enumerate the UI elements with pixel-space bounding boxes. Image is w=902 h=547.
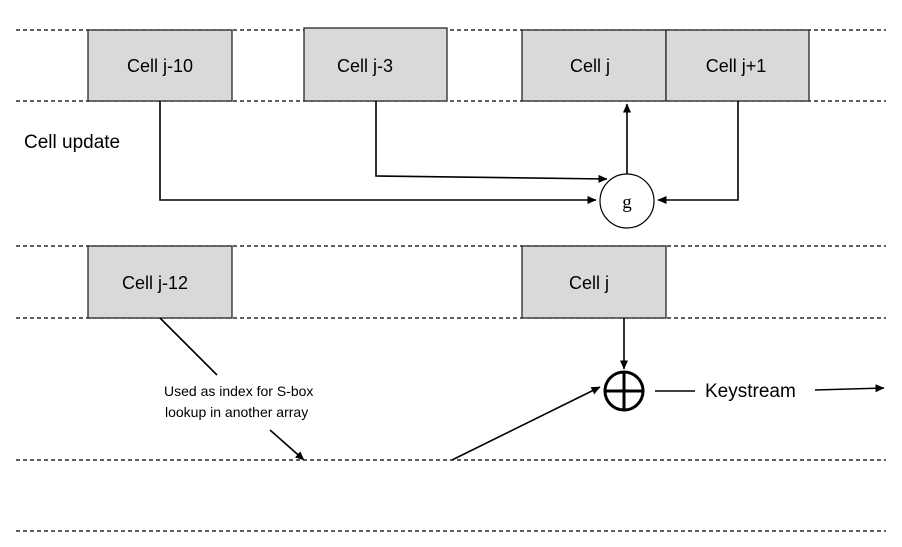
cell-box xyxy=(87,29,233,102)
g-node-label: g xyxy=(622,192,632,213)
arrow-sbox-to-xor xyxy=(451,386,601,461)
keystream-arrow xyxy=(814,384,885,393)
cell-label: Cell j xyxy=(569,273,609,293)
cell-j-top: Cell j xyxy=(521,29,667,102)
arrow-j3-to-g xyxy=(375,101,608,183)
cell-j-plus-1: Cell j+1 xyxy=(665,29,810,102)
sbox-note-line-1: Used as index for S-box xyxy=(164,383,313,399)
cell-box xyxy=(521,245,667,319)
sbox-arrow-down xyxy=(269,429,305,461)
cell-label: Cell j-3 xyxy=(337,56,393,76)
sbox-connector-line xyxy=(159,317,218,376)
keystream-label: Keystream xyxy=(705,381,796,402)
cell-box xyxy=(665,29,810,102)
cell-label: Cell j-12 xyxy=(122,273,188,293)
sbox-note-line-2: lookup in another array xyxy=(165,404,308,420)
cell-j-minus-10: Cell j-10 xyxy=(87,29,233,102)
cell-j-bottom: Cell j xyxy=(521,245,667,319)
cell-update-label: Cell update xyxy=(24,132,120,153)
cell-label: Cell j xyxy=(570,56,610,76)
cell-label: Cell j+1 xyxy=(706,56,767,76)
g-function-node: g xyxy=(599,173,655,229)
cell-label: Cell j-10 xyxy=(127,56,193,76)
cell-j-minus-3: Cell j-3 xyxy=(303,27,448,102)
arrow-j1-to-g xyxy=(657,101,739,204)
cell-j-minus-12: Cell j-12 xyxy=(87,245,233,319)
cell-box xyxy=(87,245,233,319)
cell-box xyxy=(521,29,667,102)
xor-icon xyxy=(603,370,645,412)
arrow-j10-to-g xyxy=(159,101,597,204)
